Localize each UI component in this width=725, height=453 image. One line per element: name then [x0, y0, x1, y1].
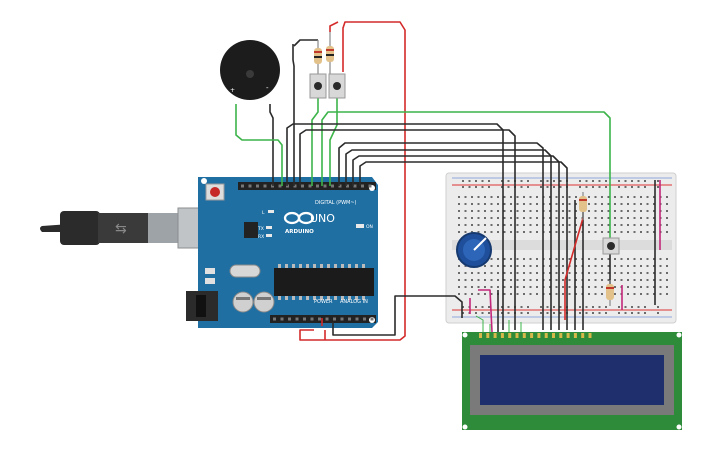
wire-lcd-3[interactable] — [338, 142, 544, 330]
capacitor-1-mark — [236, 297, 250, 300]
power-jack-hole — [196, 295, 206, 317]
usb-plug-head — [98, 213, 148, 243]
resistor-band — [326, 54, 334, 56]
resistor-band — [314, 51, 322, 53]
wire-lcd-5[interactable] — [352, 155, 560, 330]
resistor-body — [606, 284, 614, 300]
tx-label: TX — [257, 226, 264, 232]
analog-label: ANALOG IN — [340, 299, 368, 305]
chip-pins — [278, 264, 365, 300]
button-1-cap[interactable] — [314, 82, 322, 90]
bb-jumper-magenta — [469, 285, 623, 333]
resistor-body — [579, 196, 587, 212]
wire-lcd-drop-2 — [574, 200, 584, 330]
button-2-cap[interactable] — [333, 82, 341, 90]
capacitor-2 — [253, 291, 275, 313]
l-led — [268, 210, 274, 213]
capacitor-1 — [232, 291, 254, 313]
breadboard-resistor-2[interactable] — [606, 280, 614, 306]
breadboard-resistor-1[interactable] — [579, 192, 587, 220]
push-button-2[interactable] — [328, 73, 346, 99]
lcd-green-leads — [475, 315, 522, 332]
reset-button[interactable] — [210, 187, 220, 197]
top-resistors[interactable] — [314, 21, 339, 74]
l-label: L — [262, 210, 265, 216]
resistor-band — [314, 56, 322, 58]
wires — [235, 21, 661, 341]
resistor-band — [579, 199, 587, 201]
lcd-screen — [480, 355, 664, 405]
bb-button-cap[interactable] — [607, 242, 615, 250]
bb-jumper-red — [564, 217, 584, 320]
usb-connector-metal — [148, 213, 178, 243]
potentiometer[interactable] — [456, 232, 492, 268]
arduino-uno-board[interactable]: UNO ARDUINO DIGITAL (PWM~) POWER ANALOG … — [186, 177, 378, 328]
board-brand: ARDUINO — [285, 229, 314, 235]
wire-lcd-drop — [502, 210, 516, 330]
pot-indicator — [473, 237, 487, 251]
wire-buzzer-gnd[interactable] — [269, 104, 274, 186]
lcd-mount-hole — [462, 332, 468, 338]
power-label: POWER — [314, 299, 333, 305]
digital-label: DIGITAL (PWM~) — [315, 200, 357, 206]
wire-black-gnd[interactable] — [332, 295, 463, 336]
buzzer-minus-label: - — [266, 84, 269, 92]
breadboard-push-button[interactable] — [602, 237, 620, 255]
wire-buzzer-signal[interactable] — [235, 104, 283, 186]
usb-plug-body — [60, 211, 100, 245]
on-label: ON — [366, 224, 373, 230]
lcd-mount-hole — [676, 332, 682, 338]
tx-led — [266, 226, 272, 229]
arduino-logo-icon — [283, 211, 315, 225]
mount-hole — [201, 178, 207, 184]
rx-led — [266, 234, 272, 237]
digital-header — [238, 182, 376, 190]
resistor-band — [606, 287, 614, 289]
crystal — [229, 264, 261, 278]
buzzer-plus-label: + — [230, 87, 235, 94]
power-analog-header — [270, 315, 376, 323]
breadboard-center-channel — [452, 240, 672, 250]
wire-button-a[interactable] — [311, 98, 319, 186]
lcd-pin-header — [479, 333, 592, 338]
piezo-buzzer[interactable]: + - — [220, 40, 280, 100]
capacitor-2-mark — [257, 297, 271, 300]
wire-red-5v[interactable] — [299, 21, 406, 341]
wire-green-long[interactable] — [321, 111, 611, 240]
wire-red-stub — [321, 318, 326, 340]
wire-button-1[interactable] — [292, 44, 295, 186]
push-button-1[interactable] — [309, 73, 327, 99]
lcd-mount-hole — [676, 424, 682, 430]
usb-chip — [244, 222, 258, 238]
smd-2 — [205, 278, 215, 284]
board-model: UNO — [310, 212, 335, 225]
resistor-band — [326, 49, 334, 51]
wire-lcd-4[interactable] — [345, 149, 552, 330]
lcd-mount-hole — [462, 424, 468, 430]
on-led — [356, 224, 364, 228]
usb-icon: ⇆ — [115, 221, 127, 237]
wire-button-1b — [293, 39, 318, 47]
wire-lcd-6[interactable] — [359, 161, 568, 330]
buzzer-hole — [246, 70, 254, 78]
smd-1 — [205, 268, 215, 274]
resistor-2-red-lead — [329, 21, 339, 32]
rx-label: RX — [258, 234, 264, 240]
wire-lcd-2[interactable] — [299, 129, 516, 210]
lcd-16x2[interactable] — [462, 332, 682, 430]
usb-cable[interactable]: ⇆ — [40, 207, 209, 249]
atmega-chip — [274, 268, 374, 296]
